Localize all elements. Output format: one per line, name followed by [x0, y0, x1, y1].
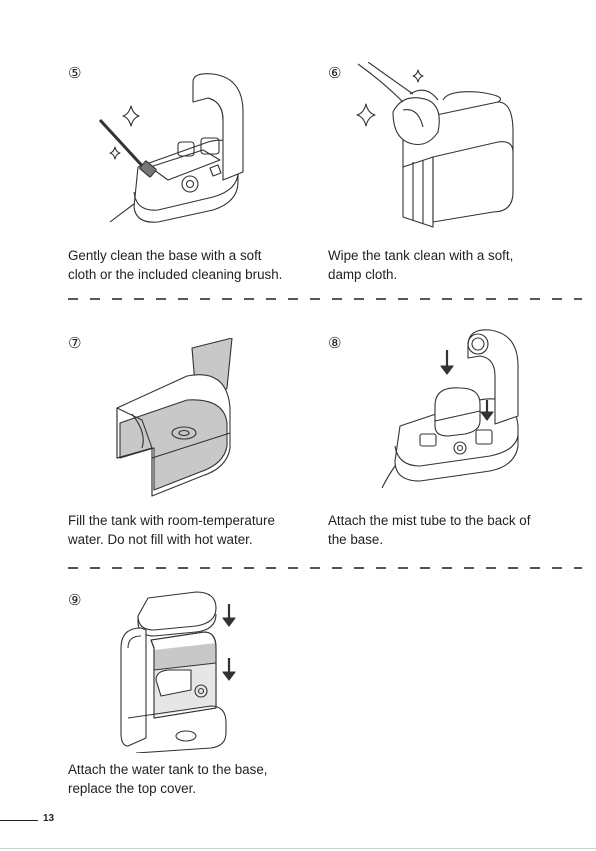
- page-bottom-border: [0, 848, 596, 849]
- step-9-illustration: [116, 588, 246, 753]
- step-8-number: ⑧: [328, 336, 341, 351]
- step-6-illustration: [348, 62, 518, 237]
- section-divider-2: [68, 567, 582, 569]
- step-9-caption-line-2: replace the top cover.: [68, 779, 196, 798]
- step-6-caption-line-2: damp cloth.: [328, 265, 397, 284]
- step-5-number: ⑤: [68, 66, 81, 81]
- step-7-number: ⑦: [68, 336, 81, 351]
- step-7-caption-line-1: Fill the tank with room-temperature: [68, 511, 275, 530]
- step-5-caption-line-2: cloth or the included cleaning brush.: [68, 265, 282, 284]
- step-7-illustration: [112, 338, 252, 503]
- step-5-caption-line-1: Gently clean the base with a soft: [68, 246, 262, 265]
- step-8-illustration: [380, 326, 530, 491]
- page-number: 13: [43, 813, 54, 824]
- step-5-illustration: [98, 72, 258, 232]
- step-6-number: ⑥: [328, 66, 341, 81]
- step-8-caption-line-2: the base.: [328, 530, 383, 549]
- step-9-number: ⑨: [68, 593, 81, 608]
- page-number-rule: [0, 820, 38, 821]
- step-8-caption-line-1: Attach the mist tube to the back of: [328, 511, 530, 530]
- section-divider-1: [68, 298, 582, 300]
- step-7-caption-line-2: water. Do not fill with hot water.: [68, 530, 253, 549]
- step-6-caption-line-1: Wipe the tank clean with a soft,: [328, 246, 513, 265]
- step-9-caption-line-1: Attach the water tank to the base,: [68, 760, 268, 779]
